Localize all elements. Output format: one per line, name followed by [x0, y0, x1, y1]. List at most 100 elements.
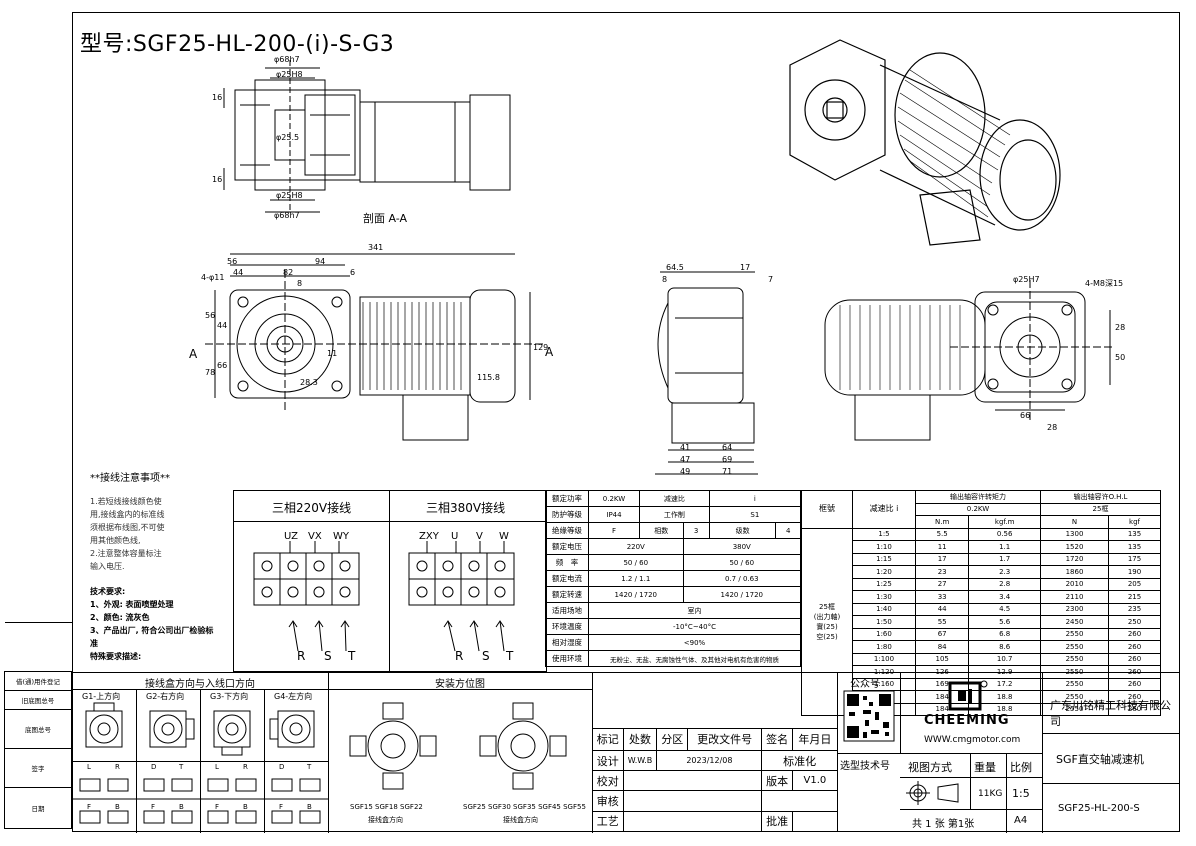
section-mark-a-left: A: [189, 347, 198, 361]
dir-fb-6: F: [279, 803, 284, 811]
dim-11: 11: [327, 349, 337, 358]
tb-version-label: 版本: [761, 770, 793, 792]
ratio-cell: 11: [914, 540, 970, 554]
frame-note-line: (出力軸): [813, 612, 841, 621]
ratio-cell: 8.6: [968, 640, 1041, 654]
dim-rear-66: 66: [1020, 411, 1030, 420]
ratio-cell: 260: [1108, 627, 1161, 641]
dim-82: 82: [283, 268, 293, 277]
phase-r-220: R: [297, 649, 306, 663]
ratio-cell: 135: [1108, 540, 1161, 554]
ratio-cell: 1300: [1039, 527, 1110, 541]
terminal-380-w: W: [499, 531, 509, 542]
dim-side-47: 47: [680, 455, 690, 464]
ratio-cell: 2550: [1039, 677, 1110, 691]
phase-r-380: R: [455, 649, 464, 663]
tb-header-zone: 分区: [656, 727, 688, 751]
spec-label-environment: 使用环境: [545, 650, 589, 667]
spec-value-humidity: <90%: [588, 634, 801, 651]
dir-lr-7: T: [307, 763, 312, 771]
unit-nm: N.m: [914, 515, 970, 529]
ratio-cell: 2010: [1039, 577, 1110, 591]
tech-line-2: 3、产品出厂, 符合公司出厂检验标准: [90, 626, 214, 648]
tb-design-date: 2023/12/08: [656, 749, 763, 772]
ratio-cell: 215: [1108, 590, 1161, 604]
spec-label-insulation: 绝缘等级: [545, 522, 589, 539]
view-mode-label: 视图方式: [908, 761, 952, 774]
ratio-cell: 190: [1108, 565, 1161, 579]
tech-heading: 技术要求:: [90, 587, 126, 596]
side-view-drawing: 64.5 17 8 7 41 64 47 69 49 71: [655, 263, 773, 476]
dim-side-71: 71: [722, 467, 732, 476]
install-diagrams: [349, 702, 567, 790]
spec-label-site: 适用场地: [545, 602, 589, 619]
cheeming-logo-icon: [948, 680, 988, 711]
ratio-torque-table: 框號 减速比 i 输出轴容许转矩力 输出轴容许O.H.L 0.2KW 25框 N…: [801, 490, 1162, 716]
dim-side-41: 41: [680, 443, 690, 452]
scale-label: 比例: [1010, 761, 1032, 774]
tb-process-label: 工艺: [592, 810, 624, 833]
ratio-cell: 6.8: [968, 627, 1041, 641]
spec-value-poles: 4: [775, 522, 801, 539]
ratio-cell: 3.4: [968, 590, 1041, 604]
dim-8: 8: [297, 279, 302, 288]
ratio-header-ohl: 输出轴容许O.H.L: [1039, 490, 1162, 504]
dim-side-8: 8: [662, 275, 667, 284]
qr-label: 公众号: [850, 679, 880, 690]
dim-94: 94: [315, 257, 325, 266]
dim-44-v: 44: [217, 321, 227, 330]
ratio-cell: 175: [1108, 552, 1161, 566]
wiring-220v-title: 三相220V接线: [272, 501, 352, 515]
ratio-cell: 260: [1108, 652, 1161, 666]
ratio-cell: 1:10: [852, 540, 916, 554]
ratio-cell: 2550: [1039, 702, 1110, 716]
spec-value-power: 0.2KW: [588, 490, 640, 507]
spec-value-voltage-380: 380V: [682, 538, 802, 555]
spec-label-power: 额定功率: [545, 490, 589, 507]
tb-header-date: 年月日: [791, 727, 839, 751]
ratio-cell: 1.1: [968, 540, 1041, 554]
paper-size: A4: [1014, 815, 1028, 826]
direction-motor-icons: [85, 702, 315, 756]
side-label-4: 日期: [4, 787, 72, 829]
dim-rear-28: 28: [1115, 323, 1125, 332]
ratio-cell: 1520: [1039, 540, 1110, 554]
dim-56-v: 56: [205, 311, 215, 320]
spec-label-speed: 额定转速: [545, 586, 589, 603]
dim-sec-d68-top: φ68h7: [274, 55, 300, 64]
spec-value-temperature: -10°C~40°C: [588, 618, 801, 635]
tb-header-mark: 标记: [592, 727, 624, 751]
tb-standard-label: 标准化: [761, 749, 838, 772]
ratio-cell: 67: [914, 627, 970, 641]
spec-value-frequency-220: 50 / 60: [588, 554, 684, 571]
tb-designer: W.W.B: [622, 749, 658, 772]
select-tech-label: 选型技术号: [840, 761, 890, 772]
wiring-notes: **接线注意事项** 1.若短线接线颜色使 用,接线盒内的标准线 须根据布线图,…: [90, 472, 220, 663]
dim-sec-d25-5: φ25.5: [276, 133, 299, 142]
ratio-cell: 2.8: [968, 577, 1041, 591]
notes-line-4: 2.注意整体容量标注: [90, 549, 162, 558]
isometric-motor-render: [789, 39, 1061, 246]
terminal-380-zxy: ZXY: [419, 531, 439, 542]
dim-rear-28b: 28: [1047, 423, 1057, 432]
dir-lr-1: R: [115, 763, 120, 771]
wiring-diagram: 三相220V接线 三相380V接线 UZ VX WY ZXY U V W R S…: [233, 490, 547, 672]
side-label-0: 借(通)用件登记: [4, 671, 72, 691]
brand-name: CHEEMING: [924, 713, 1010, 728]
ratio-cell: 235: [1108, 602, 1161, 616]
install-panel: 安装方位图 SGF15 SGF18 SGF22 接线盒方向 SGF25 SGF3…: [328, 672, 593, 833]
dim-rear-4-m8: 4-M8深15: [1085, 279, 1123, 288]
ratio-cell: 5.6: [968, 615, 1041, 629]
dim-side-49: 49: [680, 467, 690, 476]
tech-line-3: 特殊要求描述:: [90, 652, 142, 661]
ratio-cell: 55: [914, 615, 970, 629]
spec-value-current-220: 1.2 / 1.1: [588, 570, 684, 587]
dim-341: 341: [368, 243, 383, 252]
revision-block: 标记 处数 分区 更改文件号 签名 年月日 设计 W.W.B 2023/12/0…: [592, 672, 839, 833]
